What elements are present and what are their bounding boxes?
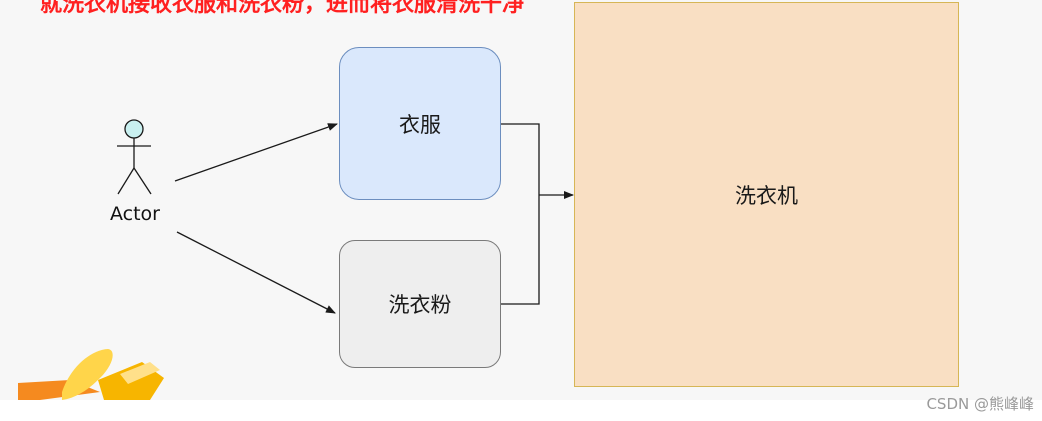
- clothes-node-label: 衣服: [399, 112, 441, 137]
- diagram-canvas: 就洗衣机接收衣服和洗衣粉，进而将衣服清洗干净: [18, 0, 959, 400]
- actor-label: Actor: [110, 203, 160, 225]
- actor-right-leg: [133, 167, 152, 195]
- decorative-ribbon-icon: [18, 349, 164, 400]
- clothes-node[interactable]: 衣服: [339, 47, 501, 200]
- cropped-heading: 就洗衣机接收衣服和洗衣粉，进而将衣服清洗干净: [40, 0, 525, 17]
- connector-clothes-to-washer: [501, 123, 540, 195]
- washing-machine-node-label: 洗衣机: [735, 183, 798, 208]
- csdn-watermark: CSDN @熊峰峰: [926, 395, 1034, 413]
- actor-head: [124, 119, 144, 139]
- connector-detergent-to-washer: [501, 195, 540, 305]
- connectors-layer: [18, 119, 574, 400]
- actor-figure[interactable]: [117, 119, 152, 195]
- detergent-node-label: 洗衣粉: [388, 293, 452, 317]
- detergent-node[interactable]: 洗衣粉: [339, 240, 501, 368]
- arrow-actor-to-clothes: [174, 123, 338, 182]
- arrow-actor-to-detergent: [176, 231, 336, 314]
- washing-machine-node[interactable]: 洗衣机: [574, 2, 959, 387]
- actor-left-leg: [117, 167, 135, 195]
